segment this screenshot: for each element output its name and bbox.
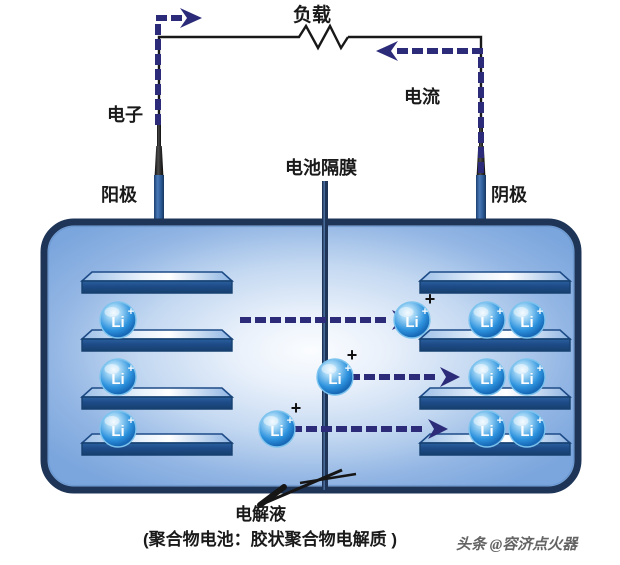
ion-anode-row3: Li + — [99, 410, 137, 448]
ion-anode-row2: Li + — [99, 358, 137, 396]
anode-plate — [79, 433, 235, 456]
charge-plus-sign: + — [425, 289, 436, 309]
load-resistor-icon — [292, 23, 350, 51]
ion-electrolyte-row2: Li + + — [316, 345, 358, 396]
svg-text:Li: Li — [520, 314, 533, 331]
ion-cathode-row3: Li + Li + — [468, 410, 546, 448]
current-arrowhead — [376, 41, 398, 61]
anode-plate — [79, 271, 235, 294]
label-load: 负载 — [293, 5, 332, 26]
ion-cathode-arriving: Li + + — [393, 289, 436, 339]
svg-text:+: + — [497, 415, 503, 427]
svg-text:+: + — [537, 415, 543, 427]
svg-text:Li: Li — [111, 423, 124, 440]
electron-flow-arrow — [155, 8, 202, 125]
label-anode: 阳极 — [101, 185, 137, 205]
diagram-caption: (聚合物电池：胶状聚合物电解质 ) — [143, 530, 398, 549]
ion-electrolyte-row3: Li + + — [258, 398, 302, 448]
svg-text:Li: Li — [111, 314, 124, 331]
charge-plus-sign: + — [347, 345, 358, 365]
svg-text:+: + — [128, 415, 134, 427]
separator-membrane — [322, 181, 328, 490]
svg-text:+: + — [128, 306, 134, 318]
svg-text:+: + — [345, 363, 351, 375]
svg-text:+: + — [537, 363, 543, 375]
label-cathode: 阴极 — [491, 185, 527, 205]
svg-text:Li: Li — [520, 423, 533, 440]
electron-arrowhead — [180, 8, 202, 28]
ion-cathode-row1: Li + Li + — [468, 301, 546, 339]
arrowhead-row2 — [440, 367, 460, 387]
svg-text:+: + — [287, 415, 293, 427]
watermark: 头条 @容济点火器 — [456, 537, 578, 553]
svg-text:Li: Li — [328, 371, 341, 388]
ion-anode-row1: Li + — [99, 301, 137, 339]
current-flow-arrow — [376, 41, 484, 173]
svg-text:Li: Li — [405, 314, 418, 331]
svg-text:Li: Li — [270, 423, 283, 440]
cell-inner-highlight — [47, 225, 575, 487]
svg-text:+: + — [128, 363, 134, 375]
svg-text:Li: Li — [480, 314, 493, 331]
label-electrolyte: 电解液 — [235, 505, 286, 524]
svg-text:Li: Li — [520, 371, 533, 388]
label-electron: 电子 — [107, 105, 143, 125]
label-current: 电流 — [404, 87, 440, 107]
arrowhead-row3 — [428, 419, 448, 439]
label-separator: 电池隔膜 — [285, 158, 357, 178]
cathode-plate — [417, 271, 573, 294]
svg-text:Li: Li — [111, 371, 124, 388]
electrolyte-leader — [257, 468, 357, 508]
svg-text:+: + — [422, 306, 428, 318]
svg-text:+: + — [537, 306, 543, 318]
svg-text:Li: Li — [480, 423, 493, 440]
svg-text:Li: Li — [480, 371, 493, 388]
svg-text:+: + — [497, 363, 503, 375]
svg-text:+: + — [497, 306, 503, 318]
charge-plus-sign: + — [291, 398, 302, 418]
anode-plate — [79, 329, 235, 352]
ion-cathode-row2: Li + Li + — [468, 358, 546, 396]
ion-migration-paths — [240, 317, 443, 432]
